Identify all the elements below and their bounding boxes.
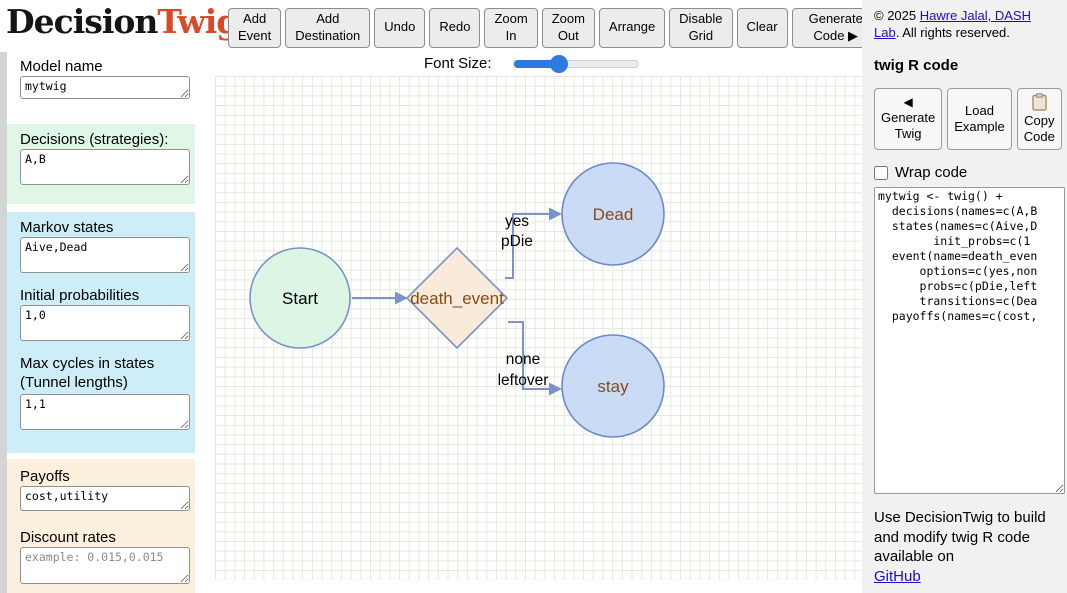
node-death-event[interactable]: [405, 246, 509, 350]
redo-button[interactable]: Redo: [429, 8, 481, 48]
zoom-out-button[interactable]: Zoom Out: [541, 8, 595, 48]
add-event-button[interactable]: Add Event: [228, 8, 282, 48]
diagram-svg: Start death_event Dead stay yes pDie non…: [249, 162, 665, 438]
node-dead-label: Dead: [593, 205, 634, 224]
right-panel: © 2025 Hawre Jalal, DASH Lab. All rights…: [862, 0, 1067, 593]
copy-code-label: Copy Code: [1023, 112, 1055, 145]
max-cycles-label: Max cycles in states (Tunnel lengths): [20, 355, 155, 391]
diagram-canvas[interactable]: Start death_event Dead stay yes pDie non…: [215, 76, 862, 580]
clipboard-icon: [1032, 92, 1047, 111]
left-edge-strip: [0, 52, 7, 593]
load-example-label: Load Example: [954, 102, 1005, 135]
font-size-slider-thumb[interactable]: [550, 55, 568, 73]
footer-description: Use DecisionTwig to build and modify twi…: [874, 509, 1046, 566]
arrowhead-icon: [395, 291, 408, 305]
clear-button[interactable]: Clear: [736, 8, 788, 48]
arrowhead-icon: [549, 382, 562, 396]
model-name-input[interactable]: mytwig: [20, 76, 190, 99]
node-stay[interactable]: [561, 334, 665, 438]
generate-twig-label: Generate Twig: [881, 109, 936, 142]
max-cycles-input[interactable]: 1,1: [20, 394, 190, 430]
undo-button[interactable]: Undo: [374, 8, 426, 48]
toolbar: Add Event Add Destination Undo Redo Zoom…: [228, 8, 880, 48]
wrap-code-row: Wrap code: [874, 164, 1057, 181]
zoom-in-button[interactable]: Zoom In: [484, 8, 538, 48]
decisions-input[interactable]: A,B: [20, 149, 190, 185]
arrange-button[interactable]: Arrange: [598, 8, 666, 48]
load-example-button[interactable]: Load Example: [947, 87, 1012, 151]
edge-start-to-death-event[interactable]: [352, 291, 408, 305]
payoffs-label: Payoffs: [20, 468, 70, 485]
wrap-code-label: Wrap code: [895, 164, 968, 182]
edge-death-event-to-stay[interactable]: [508, 321, 562, 396]
left-triangle-icon: ◀: [903, 94, 913, 109]
initial-probabilities-label: Initial probabilities: [20, 287, 140, 304]
copyright-prefix: © 2025: [874, 8, 920, 23]
markov-states-input[interactable]: Aive,Dead: [20, 237, 190, 273]
twig-r-code-heading: twig R code: [874, 56, 959, 74]
decisions-label: Decisions (strategies):: [20, 131, 169, 148]
logo-text-black: Decision: [6, 2, 158, 41]
font-size-slider[interactable]: [513, 55, 639, 73]
edge-stay-prob-label: leftover: [498, 372, 549, 389]
edge-stay-option-label: none: [506, 351, 540, 368]
copy-code-button[interactable]: Copy Code: [1016, 87, 1062, 151]
add-destination-button[interactable]: Add Destination: [285, 8, 371, 48]
node-death-event-label: death_event: [410, 289, 504, 308]
node-dead[interactable]: [561, 162, 665, 266]
model-name-label: Model name: [20, 58, 103, 75]
font-size-slider-fill: [514, 60, 560, 68]
copyright-suffix: . All rights reserved.: [895, 24, 1010, 40]
edge-death-event-to-dead[interactable]: [505, 207, 562, 279]
edge-dead-prob-label: pDie: [501, 233, 533, 250]
footer-text: Use DecisionTwig to build and modify twi…: [874, 508, 1057, 586]
arrowhead-icon: [549, 207, 562, 221]
github-link[interactable]: GitHub: [874, 567, 921, 585]
node-start-label: Start: [282, 289, 318, 308]
node-stay-label: stay: [597, 377, 629, 396]
r-code-textarea[interactable]: mytwig <- twig() + decisions(names=c(A,B…: [874, 187, 1065, 495]
edge-dead-option-label: yes: [505, 213, 529, 230]
discount-rates-input[interactable]: [20, 547, 190, 584]
node-start[interactable]: [249, 247, 351, 349]
app-logo: DecisionTwig: [6, 2, 239, 41]
payoffs-input[interactable]: cost,utility: [20, 486, 190, 511]
font-size-label: Font Size:: [424, 55, 492, 72]
copyright-text: © 2025 Hawre Jalal, DASH Lab. All rights…: [874, 8, 1057, 42]
discount-rates-label: Discount rates: [20, 529, 116, 546]
wrap-code-checkbox[interactable]: [874, 165, 888, 180]
initial-probabilities-input[interactable]: 1,0: [20, 305, 190, 341]
disable-grid-button[interactable]: Disable Grid: [669, 8, 733, 48]
code-actions: ◀ Generate Twig Load Example Copy Code: [874, 87, 1062, 151]
logo-text-accent: Twig: [157, 2, 239, 41]
dash-lab-link[interactable]: Hawre Jalal, DASH Lab: [874, 8, 1031, 40]
markov-states-label: Markov states: [20, 219, 114, 236]
generate-twig-button[interactable]: ◀ Generate Twig: [874, 87, 943, 151]
